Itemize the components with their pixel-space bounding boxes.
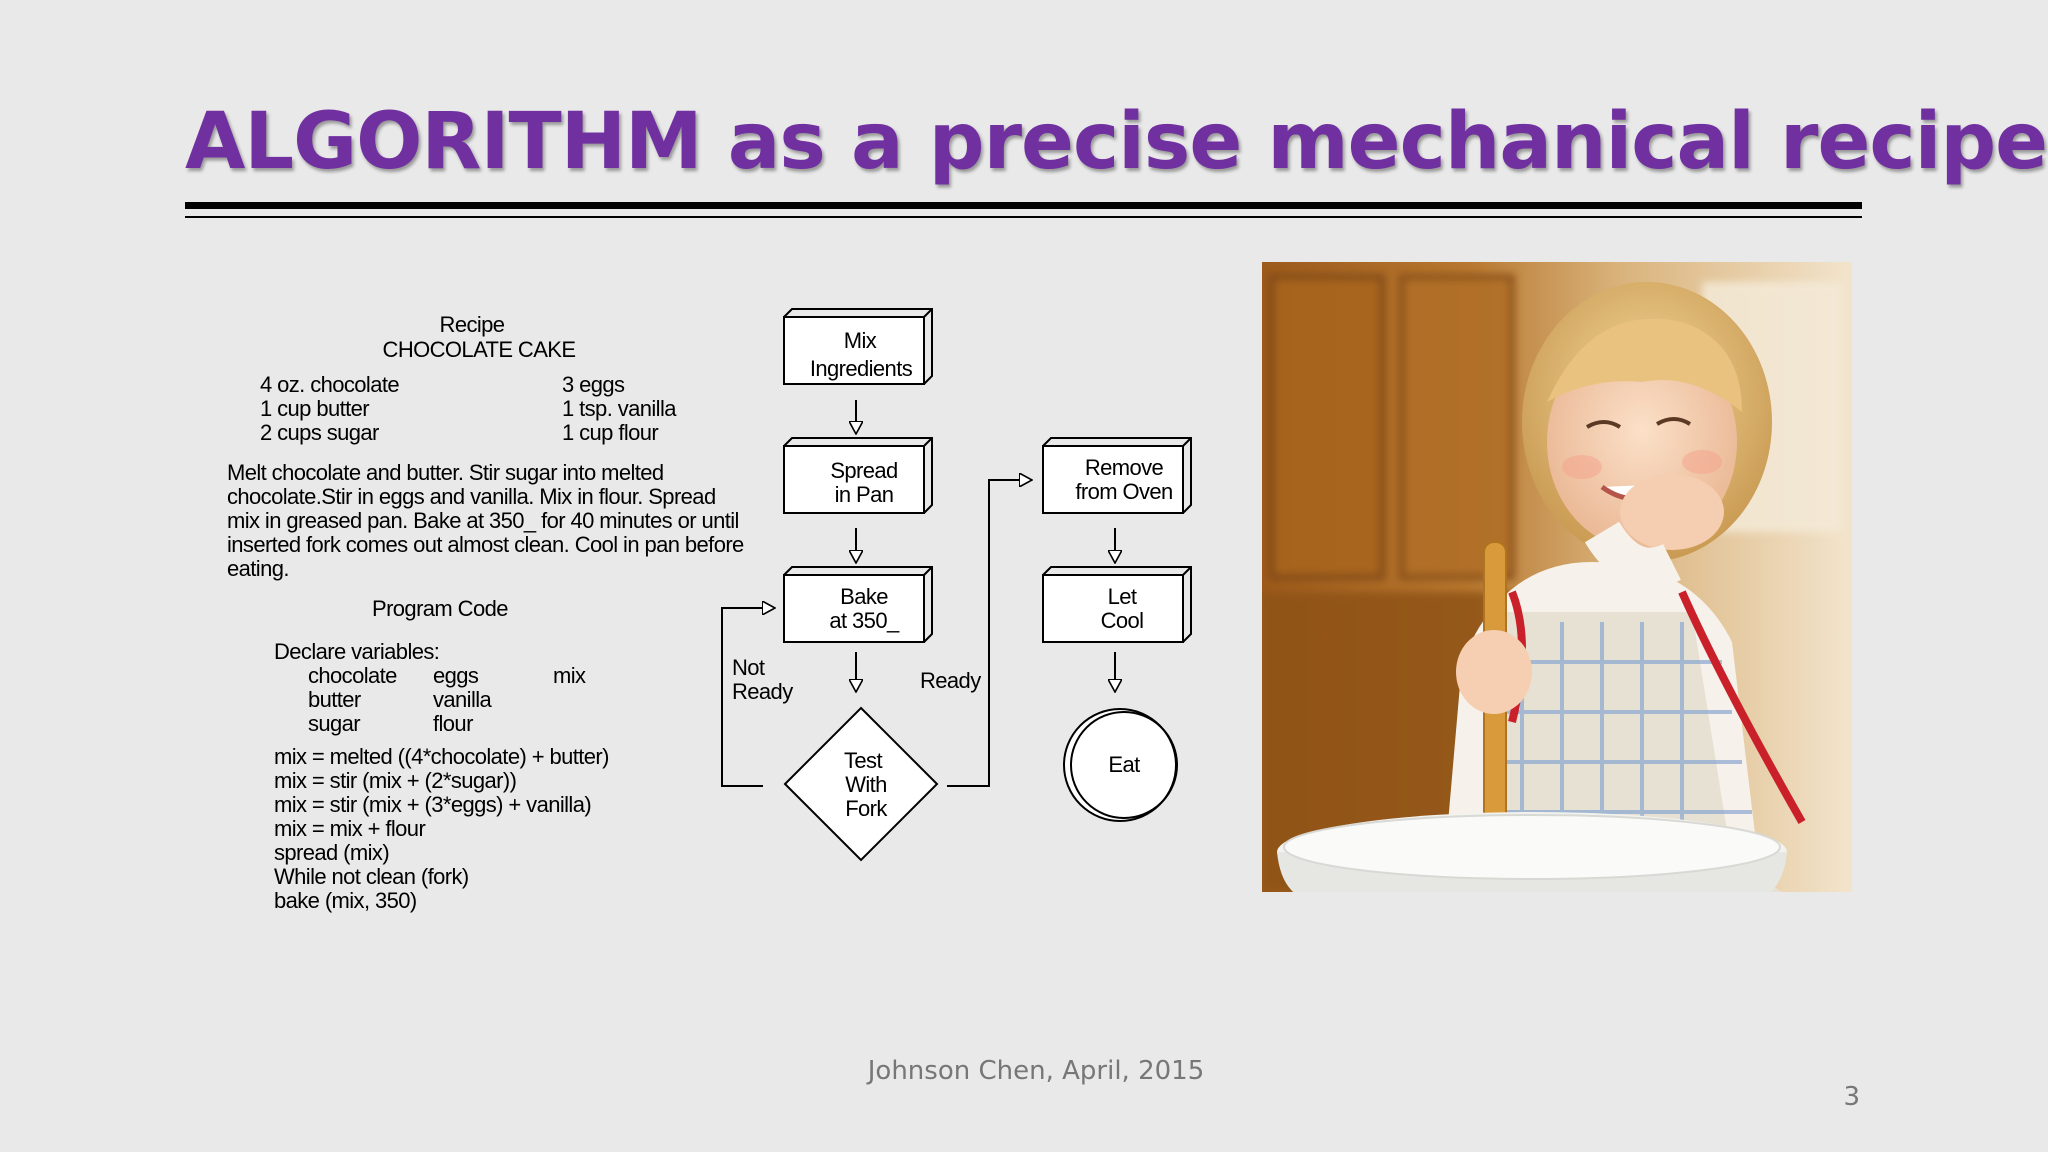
flow-ready-text: Ready bbox=[920, 668, 981, 693]
page-number: 3 bbox=[1843, 1082, 1860, 1112]
recipe-heading: Recipe bbox=[372, 313, 572, 337]
ingredient: 1 tsp. vanilla bbox=[562, 397, 676, 421]
ingredient: 4 oz. chocolate bbox=[260, 373, 399, 397]
ingredient: 1 cup flour bbox=[562, 421, 658, 445]
flow-cool-text-1: Let bbox=[1108, 584, 1137, 609]
ingredient: 1 cup butter bbox=[260, 397, 369, 421]
variable: vanilla bbox=[433, 688, 491, 712]
slide-footer: Johnson Chen, April, 2015 bbox=[0, 1056, 2048, 1086]
flow-remove-text-2: from Oven bbox=[1075, 479, 1172, 504]
flow-not-ready-text-1: Not bbox=[732, 655, 765, 680]
code-line: mix = melted ((4*chocolate) + butter) bbox=[274, 745, 609, 769]
variable: mix bbox=[553, 664, 585, 688]
girl-baking-photo bbox=[1262, 262, 1852, 892]
recipe-instructions: Melt chocolate and butter. Stir sugar in… bbox=[227, 461, 752, 581]
variable: butter bbox=[308, 688, 361, 712]
flow-test-text-3: Fork bbox=[845, 796, 888, 821]
flow-mix-text-2: Ingredients bbox=[810, 356, 913, 381]
program-heading: Program Code bbox=[372, 597, 508, 621]
flow-test-text-1: Test bbox=[844, 748, 882, 773]
declare-line: Declare variables: bbox=[274, 640, 439, 664]
code-line: mix = mix + flour bbox=[274, 817, 425, 841]
flow-test-text-2: With bbox=[845, 772, 887, 797]
title-rule-thick bbox=[185, 202, 1862, 209]
ingredient: 2 cups sugar bbox=[260, 421, 379, 445]
flow-spread-text-1: Spread bbox=[830, 458, 897, 483]
flow-bake-text-2: at 350_ bbox=[829, 608, 900, 633]
flow-spread-text-2: in Pan bbox=[835, 482, 894, 507]
variable: flour bbox=[433, 712, 473, 736]
flowchart: Mix Ingredients Spread in Pan Bake at 35… bbox=[700, 300, 1200, 880]
flow-mix-text-1: Mix bbox=[844, 328, 877, 353]
code-line: mix = stir (mix + (3*eggs) + vanilla) bbox=[274, 793, 591, 817]
variable: sugar bbox=[308, 712, 360, 736]
code-line: While not clean (fork) bbox=[274, 865, 469, 889]
title-rule-thin bbox=[185, 216, 1862, 218]
ingredient: 3 eggs bbox=[562, 373, 624, 397]
code-line: bake (mix, 350) bbox=[274, 889, 417, 913]
variable: chocolate bbox=[308, 664, 397, 688]
slide-title: ALGORITHM as a precise mechanical recipe bbox=[185, 92, 2047, 192]
flow-cool-text-2: Cool bbox=[1101, 608, 1144, 633]
code-line: spread (mix) bbox=[274, 841, 389, 865]
flow-not-ready-text-2: Ready bbox=[732, 679, 793, 704]
flow-eat-text: Eat bbox=[1108, 752, 1140, 777]
flow-remove-text-1: Remove bbox=[1085, 455, 1164, 480]
variable: eggs bbox=[433, 664, 478, 688]
flow-bake-text-1: Bake bbox=[840, 584, 888, 609]
recipe-name: CHOCOLATE CAKE bbox=[339, 338, 619, 362]
code-line: mix = stir (mix + (2*sugar)) bbox=[274, 769, 516, 793]
